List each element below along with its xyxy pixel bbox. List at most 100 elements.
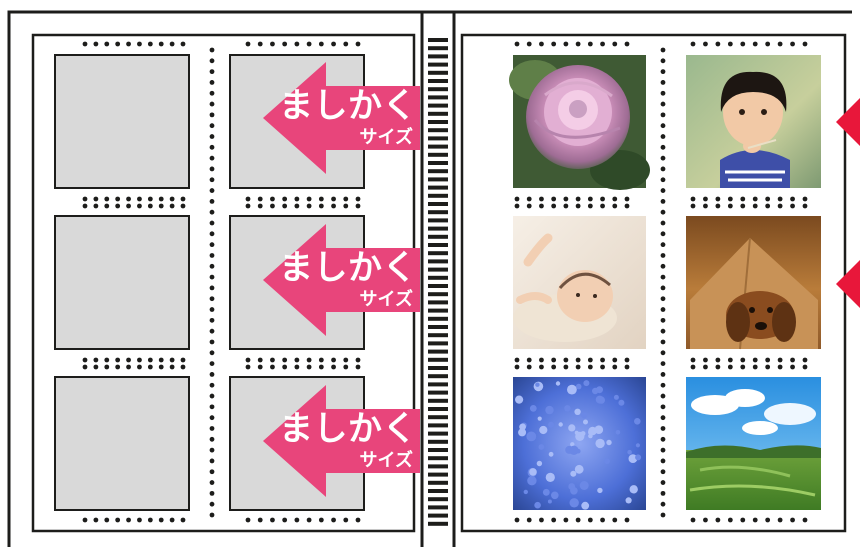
perforation-dot: [539, 517, 544, 523]
perforation-dot: [306, 41, 312, 47]
perforation-dot: [104, 364, 110, 370]
perforation-dot: [740, 196, 746, 202]
perforation-dot: [660, 469, 666, 475]
flower-petal: [548, 451, 554, 457]
perforation-dot: [209, 101, 215, 107]
flower-petal: [629, 485, 638, 494]
perforation-dot: [209, 436, 215, 442]
perforation-dot: [575, 357, 581, 363]
perforation-dot: [660, 393, 666, 399]
dog-in-paper-bag-photo[interactable]: [686, 216, 821, 350]
flower-petal: [523, 489, 528, 495]
perforation-dot: [660, 317, 666, 323]
perforation-dot: [802, 364, 808, 370]
perforation-dot: [257, 364, 263, 370]
perforation-dot: [587, 41, 593, 47]
perforation-dot: [551, 203, 557, 209]
baby-lying-photo[interactable]: [513, 216, 646, 349]
flower-petal: [529, 468, 537, 476]
perforation-dot: [612, 196, 618, 202]
perforation-dot: [624, 196, 630, 202]
empty-photo-slot-1[interactable]: [54, 54, 190, 189]
perforation-dot: [147, 364, 153, 370]
perforation-dot: [180, 364, 186, 370]
flower-petal: [555, 381, 561, 386]
perforation-dot: [209, 242, 215, 248]
perforation-dot: [209, 47, 215, 53]
perforation-dot: [715, 203, 721, 209]
perforation-dot: [575, 196, 581, 202]
perforation-dot: [331, 196, 336, 202]
perforation-dot: [209, 501, 215, 507]
perforation-dot: [600, 357, 605, 363]
perforation-dot: [526, 196, 532, 202]
spine-stripe: [428, 521, 448, 526]
perforation-dot: [137, 357, 142, 363]
perforation-dot: [245, 203, 251, 209]
spine-stripe: [428, 316, 448, 321]
flower-petal: [548, 421, 555, 428]
spine-stripe: [428, 202, 448, 206]
perforation-dot: [318, 203, 324, 209]
perforation-dot: [660, 274, 666, 280]
perforation-dot: [514, 196, 520, 202]
flower-petal: [564, 405, 571, 412]
pink-rose-photo[interactable]: [509, 55, 650, 190]
perforation-dot: [575, 364, 581, 370]
perforation-dot: [209, 490, 215, 496]
perforation-dot: [563, 517, 569, 523]
perforation-dot: [270, 364, 275, 370]
perforation-dot: [282, 203, 288, 209]
perforation-dot: [660, 328, 666, 334]
flower-petal: [618, 399, 625, 406]
perforation-dot: [169, 517, 175, 523]
perforation-dot: [660, 426, 666, 431]
perforation-dot: [209, 144, 215, 150]
perforation-dot: [294, 41, 300, 47]
flower-petal: [567, 384, 577, 395]
perforation-dot: [660, 155, 666, 161]
spine-stripe: [428, 284, 448, 288]
perforation-dot: [137, 364, 142, 370]
spine-stripe: [428, 111, 448, 116]
perforation-dot: [690, 517, 696, 523]
perforation-dot: [660, 404, 666, 410]
perforation-dot: [600, 41, 605, 47]
spine-stripe: [428, 152, 448, 157]
perforation-dot: [158, 517, 164, 523]
perforation-dot: [660, 263, 666, 269]
flower-petal: [569, 498, 579, 508]
spine-stripe: [428, 333, 448, 338]
perforation-dot: [715, 41, 721, 47]
perforation-dot: [526, 203, 532, 209]
perforation-dot: [282, 196, 288, 202]
arrow-label-main: ましかく: [279, 409, 417, 449]
blue-flowers-photo[interactable]: [513, 377, 646, 510]
perforation-dot: [343, 357, 349, 363]
perforation-dot: [209, 58, 215, 64]
perforation-dot: [802, 203, 808, 209]
perforation-dot: [660, 512, 666, 518]
left-page-perforations: [82, 41, 361, 523]
spine-stripe: [428, 308, 448, 313]
spine-stripe: [428, 128, 448, 133]
child-eating-photo[interactable]: [686, 55, 821, 188]
spine-stripe: [428, 136, 448, 141]
spine-stripe: [428, 456, 448, 461]
empty-photo-slot-5[interactable]: [54, 376, 190, 511]
perforation-dot: [126, 357, 131, 363]
green-landscape-photo[interactable]: [686, 377, 821, 510]
perforation-dot: [209, 80, 215, 85]
empty-photo-slot-3[interactable]: [54, 215, 190, 350]
perforation-dot: [209, 166, 215, 172]
arrow-label-main: ましかく: [279, 248, 417, 288]
flower-petal: [625, 497, 632, 504]
perforation-dot: [209, 372, 215, 377]
perforation-dot: [624, 41, 630, 47]
spine-stripe: [428, 177, 448, 182]
perforation-dot: [104, 41, 110, 47]
perforation-dot: [93, 357, 99, 363]
perforation-dot: [331, 41, 336, 47]
flower-petal: [535, 382, 540, 387]
perforation-dot: [104, 196, 110, 202]
